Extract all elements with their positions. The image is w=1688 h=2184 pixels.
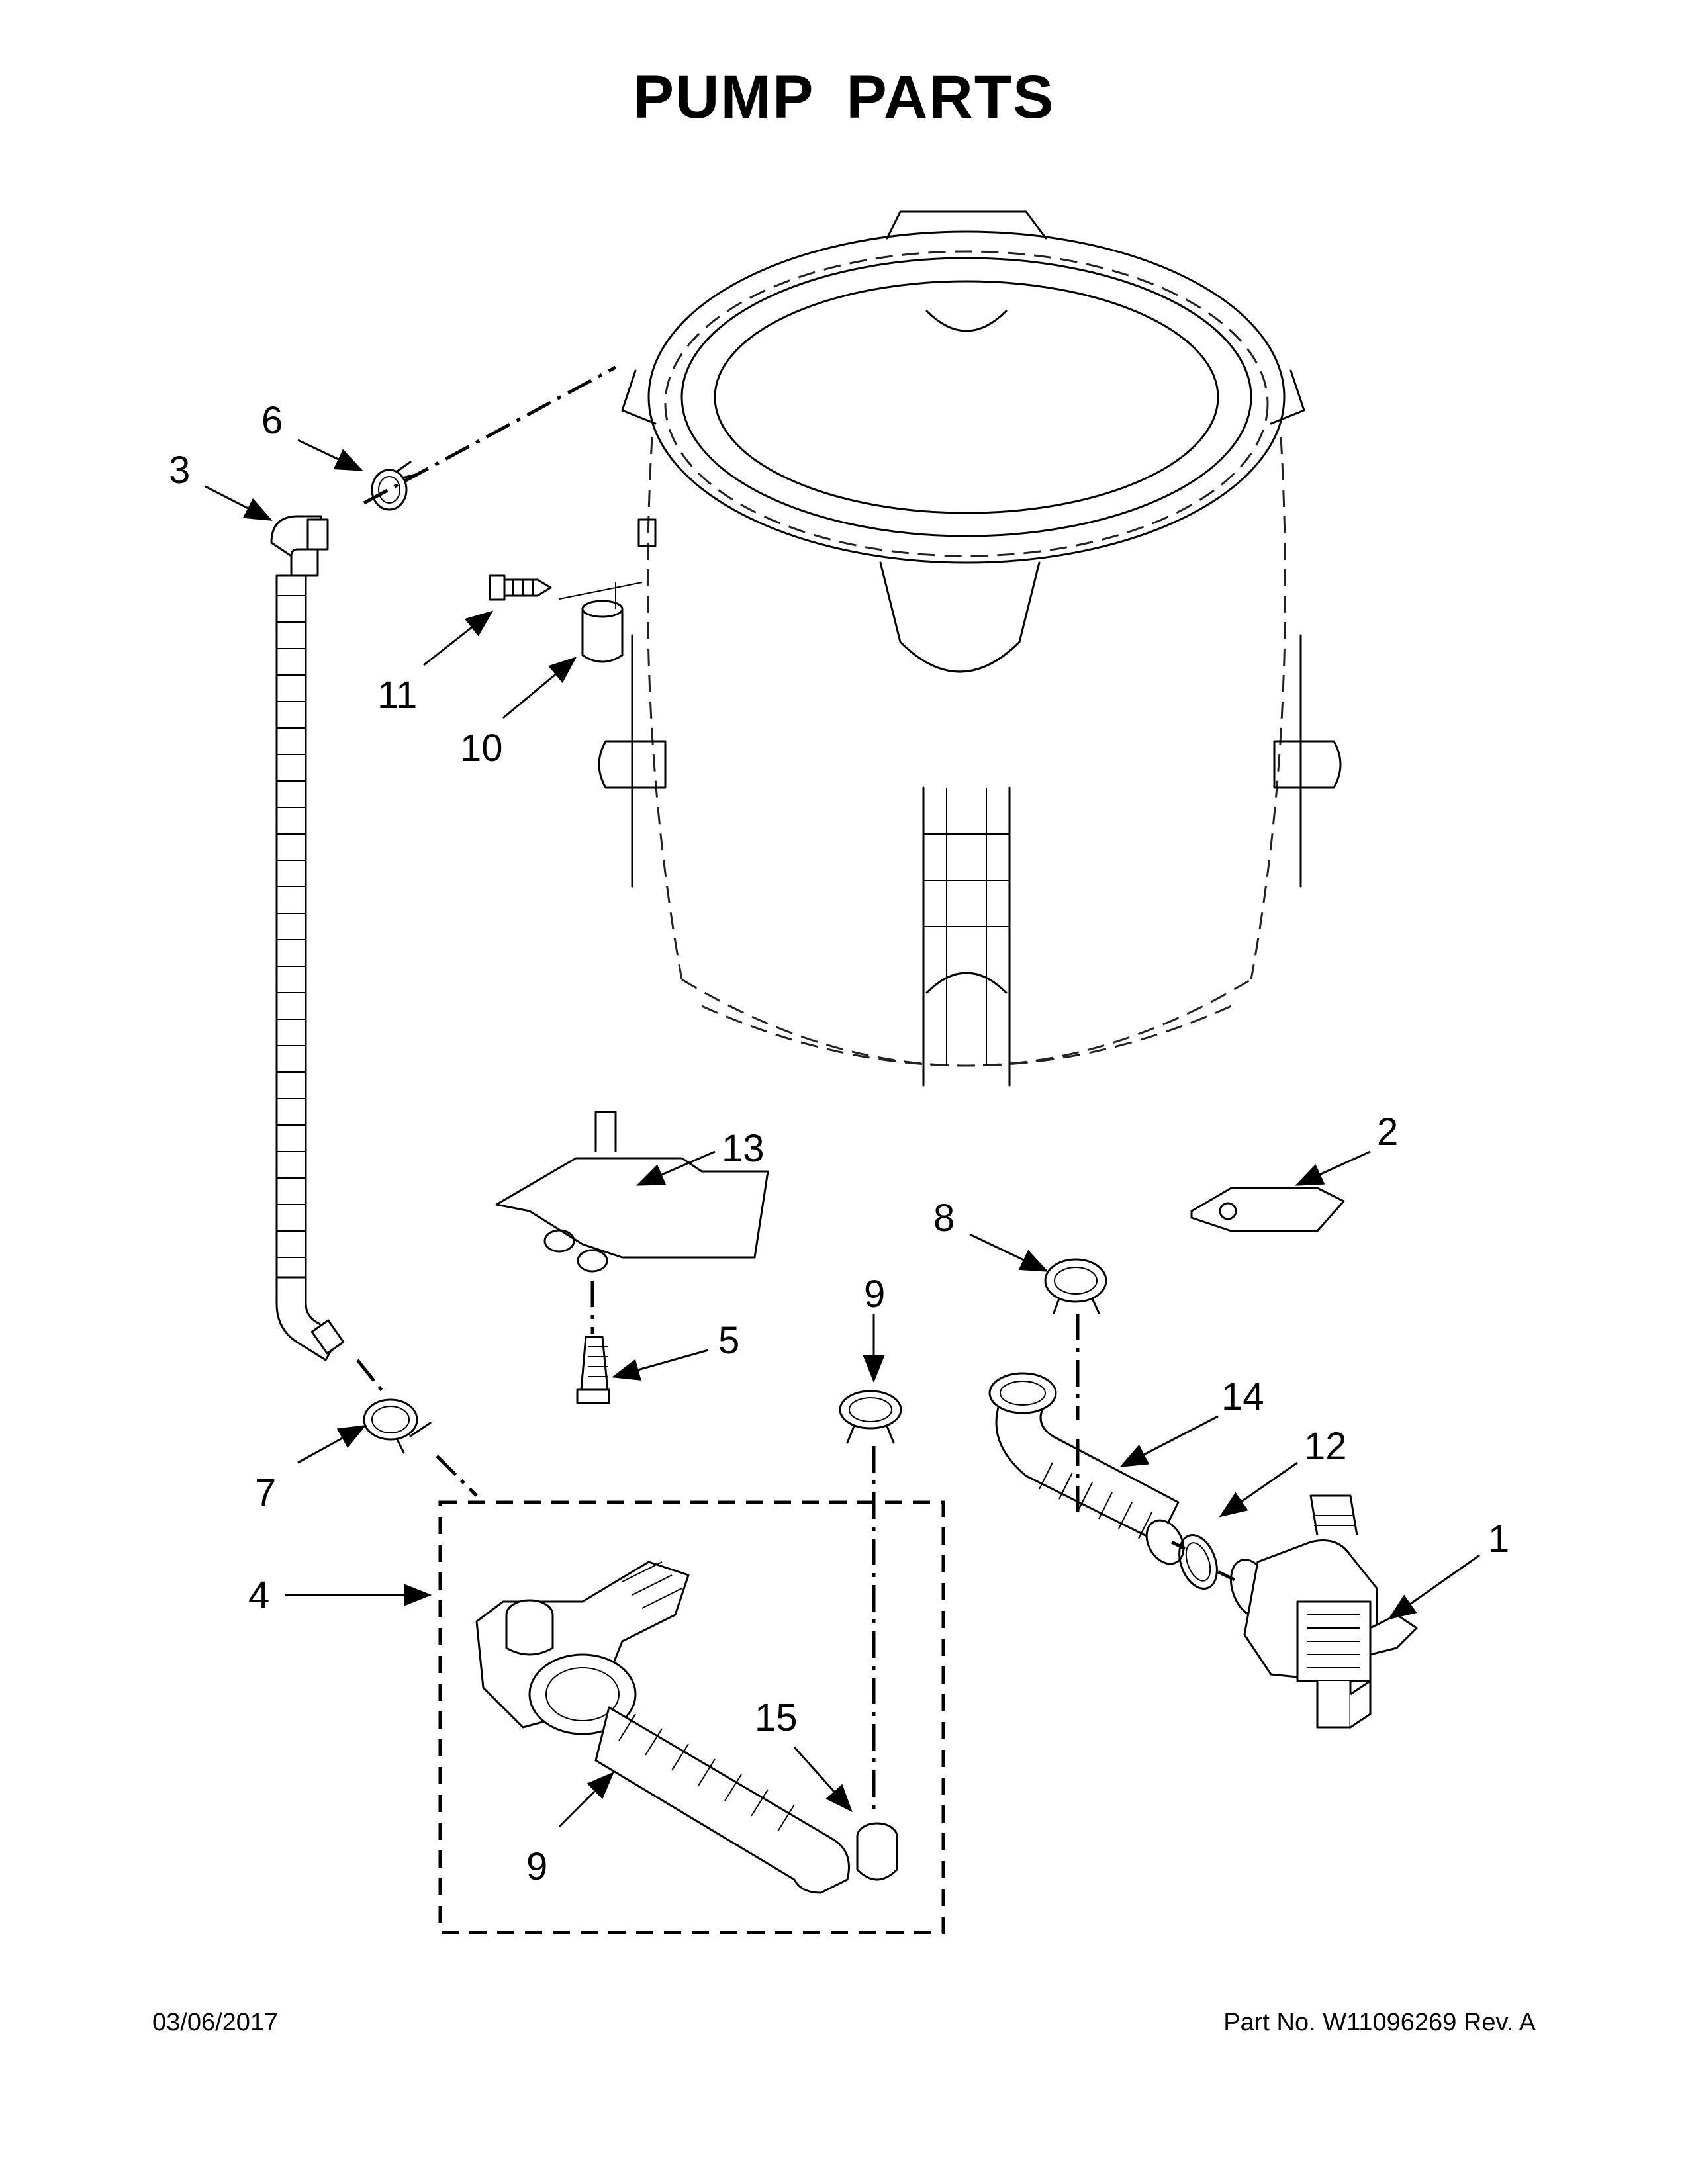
clamp-8	[1044, 1258, 1107, 1314]
callout-7: 7	[255, 1471, 276, 1514]
callout-4: 4	[248, 1574, 269, 1617]
shield-13	[495, 1111, 769, 1273]
callout-numbers: 1 2 3 4 5 6 7 8 9 9 10 11 12 13 14 15	[169, 399, 1509, 1888]
callout-8: 8	[933, 1197, 955, 1240]
assembly-centerlines	[356, 365, 1236, 1817]
drain-pump-1	[1230, 1494, 1418, 1729]
callout-11: 11	[377, 674, 417, 717]
page-title: PUMP PARTS	[633, 64, 1055, 131]
ring-12	[1178, 1534, 1218, 1590]
callout-14: 14	[1221, 1375, 1264, 1418]
callout-1: 1	[1488, 1518, 1509, 1561]
callout-15: 15	[755, 1696, 798, 1739]
footer-date: 03/06/2017	[152, 2009, 279, 2036]
callout-10: 10	[460, 727, 503, 770]
tub-outline	[598, 210, 1342, 1087]
callout-2: 2	[1377, 1111, 1398, 1154]
callout-6: 6	[261, 399, 283, 442]
bracket-10	[581, 600, 624, 663]
bracket-2	[1190, 1187, 1345, 1232]
pump-hose-14	[988, 1372, 1185, 1565]
callout-3: 3	[169, 449, 190, 492]
callout-12: 12	[1304, 1425, 1347, 1468]
callout-9-upper: 9	[864, 1273, 885, 1316]
screw-11	[489, 574, 552, 601]
pump-assembly-4	[438, 1500, 945, 1934]
drain-hose	[270, 515, 345, 1361]
callout-9-lower: 9	[526, 1845, 547, 1888]
callout-13: 13	[722, 1127, 765, 1170]
clamp-7	[363, 1398, 432, 1454]
footer-part-number: Part No. W11096269 Rev. A	[1223, 2009, 1536, 2036]
callout-5: 5	[718, 1319, 739, 1362]
leader-lines	[205, 439, 1480, 1828]
clamp-9-upper	[839, 1390, 902, 1444]
screw-5	[576, 1336, 610, 1404]
